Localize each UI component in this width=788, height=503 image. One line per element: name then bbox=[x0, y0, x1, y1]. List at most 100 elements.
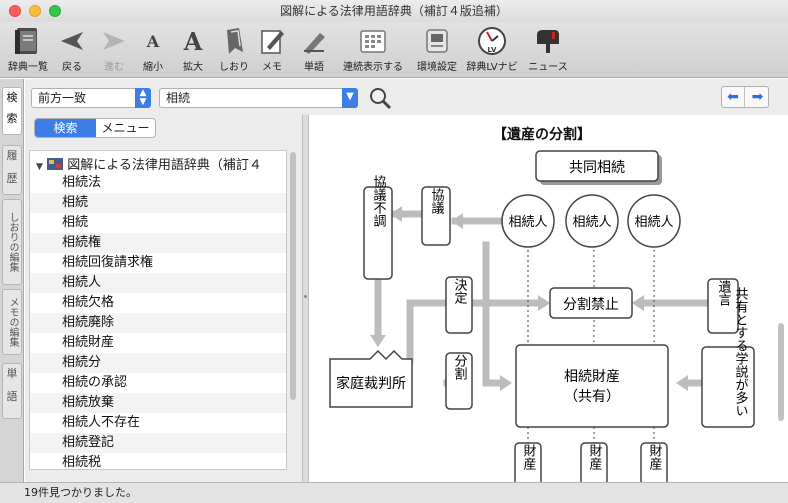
tab-history[interactable]: 履 歴 bbox=[2, 145, 22, 195]
forward-arrow-icon bbox=[103, 32, 125, 50]
list-item[interactable]: 相続財産 bbox=[62, 335, 115, 350]
svg-text:LV: LV bbox=[488, 46, 497, 54]
segment-search[interactable]: 検索 bbox=[35, 119, 96, 137]
toolbar-label: 拡大 bbox=[183, 62, 203, 73]
list-item[interactable]: 相続廃除 bbox=[30, 313, 286, 333]
back-arrow-icon bbox=[61, 32, 83, 50]
disclosure-triangle-icon[interactable]: ▼ bbox=[36, 162, 43, 172]
prev-entry-button[interactable]: ⬅ bbox=[722, 87, 745, 107]
toolbar-button-lv-navi[interactable]: LV 辞典LVナビ bbox=[463, 24, 521, 73]
tab-bookmark-edit[interactable]: しおりの編集 bbox=[2, 199, 22, 285]
status-bar: 19件見つかりました。 bbox=[0, 482, 788, 503]
toolbar-button-shrink[interactable]: A 縮小 bbox=[138, 24, 168, 74]
list-item[interactable]: 相続税 bbox=[62, 455, 102, 470]
toolbar: 辞典一覧 戻る 進む A 縮小 A 拡大 しおり メモ 単語 連続表示する 環境… bbox=[0, 22, 788, 78]
toolbar-button-word[interactable]: 単語 bbox=[298, 24, 330, 73]
chevron-down-icon: ▼ bbox=[342, 88, 358, 108]
list-item[interactable]: 相続分 bbox=[30, 353, 286, 373]
lv-navi-icon: LV bbox=[478, 27, 506, 55]
estate-joint-label: （共有） bbox=[564, 389, 620, 405]
division-prohibited-label: 分割禁止 bbox=[563, 296, 619, 313]
family-court-label: 家庭裁判所 bbox=[336, 375, 406, 392]
toolbar-label: 縮小 bbox=[143, 62, 163, 73]
search-mode-select[interactable]: 前方一致 ▲▼ bbox=[31, 88, 151, 108]
minimize-window-button[interactable] bbox=[29, 5, 41, 17]
search-mode-value: 前方一致 bbox=[38, 91, 87, 105]
toolbar-label: 連続表示する bbox=[343, 62, 403, 73]
list-item[interactable]: 相続 bbox=[30, 193, 286, 213]
content-scrollbar[interactable] bbox=[776, 115, 786, 482]
heir-label: 相続人 bbox=[634, 215, 673, 230]
list-item[interactable]: 相続登記 bbox=[30, 433, 286, 453]
tree-list: 相続法 相続 相続 相続権 相続回復請求権 相続人 相続欠格 相続廃除 相続財産… bbox=[30, 173, 286, 470]
tab-history-char: 履 bbox=[6, 149, 18, 162]
zoom-window-button[interactable] bbox=[49, 5, 61, 17]
window-title: 図解による法律用語辞典（補訂４版追補） bbox=[280, 4, 508, 18]
font-enlarge-icon: A bbox=[183, 26, 203, 56]
tab-bookmark-edit-label: しおりの編集 bbox=[7, 212, 18, 272]
list-item[interactable]: 相続 bbox=[62, 215, 89, 230]
side-tab-strip: 検 索 履 歴 しおりの編集 メモの編集 単 語 bbox=[0, 79, 24, 482]
next-entry-button[interactable]: ➡ bbox=[746, 87, 769, 107]
tab-search-char: 索 bbox=[6, 112, 18, 125]
toolbar-label: しおり bbox=[219, 62, 249, 73]
scroll-thumb[interactable] bbox=[778, 323, 784, 421]
toolbar-label: 単語 bbox=[304, 62, 324, 73]
toolbar-button-preferences[interactable]: 環境設定 bbox=[414, 24, 460, 73]
magnifier-icon bbox=[370, 88, 392, 110]
agreement-failed-label: 協議不調 bbox=[371, 175, 387, 227]
tab-memo-edit-label: メモの編集 bbox=[7, 297, 18, 347]
asset-label: 財産 bbox=[521, 444, 537, 471]
theory-label: 共有とする学説が多い bbox=[733, 287, 749, 417]
bookmark-icon bbox=[227, 28, 243, 54]
continuous-display-icon bbox=[360, 30, 386, 53]
search-input[interactable]: 相続 ▼ bbox=[159, 88, 358, 108]
list-item[interactable]: 相続放棄 bbox=[30, 393, 286, 413]
segment-menu[interactable]: メニュー bbox=[101, 121, 150, 135]
tree-root-label: 図解による法律用語辞典（補訂４ bbox=[67, 158, 262, 173]
list-item[interactable]: 相続人不存在 bbox=[62, 415, 141, 430]
tab-search-char: 検 bbox=[6, 91, 18, 104]
toolbar-label: メモ bbox=[262, 62, 282, 73]
list-item[interactable]: 相続法 bbox=[62, 175, 102, 190]
tree-root[interactable]: ▼ 図解による法律用語辞典（補訂４ bbox=[36, 154, 262, 173]
left-pane: 検索 メニュー ▼ 図解による法律用語辞典（補訂４ 相続法 相続 相続 相続権 … bbox=[25, 115, 302, 482]
title-bar: 図解による法律用語辞典（補訂４版追補） bbox=[0, 0, 788, 22]
mode-segmented-control: 検索 メニュー bbox=[34, 118, 156, 138]
preferences-icon bbox=[426, 29, 448, 53]
toolbar-button-continuous-display[interactable]: 連続表示する bbox=[340, 24, 406, 73]
dictionary-icon bbox=[47, 158, 64, 170]
list-item[interactable]: 相続回復請求権 bbox=[62, 255, 154, 270]
toolbar-button-enlarge[interactable]: A 拡大 bbox=[177, 24, 209, 74]
tab-memo-edit[interactable]: メモの編集 bbox=[2, 289, 22, 355]
arrow-left-icon: ⬅ bbox=[727, 89, 739, 105]
tab-search[interactable]: 検 索 bbox=[2, 87, 22, 135]
search-query-value: 相続 bbox=[166, 91, 191, 105]
splitter-grip bbox=[304, 295, 307, 298]
list-item[interactable]: 相続欠格 bbox=[62, 295, 115, 310]
tab-words[interactable]: 単 語 bbox=[2, 363, 22, 419]
toolbar-button-back[interactable]: 戻る bbox=[56, 24, 88, 73]
list-item[interactable]: 相続人 bbox=[30, 273, 286, 293]
list-item[interactable]: 相続権 bbox=[30, 233, 286, 253]
toolbar-button-news[interactable]: ニュース bbox=[524, 24, 572, 73]
pane-splitter[interactable] bbox=[302, 115, 309, 482]
estate-label: 相続財産 bbox=[564, 368, 620, 385]
toolbar-button-memo[interactable]: メモ bbox=[257, 24, 287, 73]
decision-label: 決定 bbox=[452, 278, 468, 305]
asset-label: 財産 bbox=[587, 444, 603, 471]
toolbar-button-dictionary-list[interactable]: 辞典一覧 bbox=[6, 24, 50, 73]
search-button[interactable] bbox=[368, 86, 392, 110]
toolbar-button-bookmark[interactable]: しおり bbox=[216, 24, 252, 73]
toolbar-label: 進む bbox=[104, 62, 124, 73]
tree-scrollbar[interactable] bbox=[289, 152, 297, 468]
list-item[interactable]: 相続の承認 bbox=[62, 375, 128, 390]
diagram-title: 【遺産の分割】 bbox=[493, 126, 591, 143]
close-window-button[interactable] bbox=[9, 5, 21, 17]
division-label: 分割 bbox=[452, 354, 468, 380]
scroll-thumb[interactable] bbox=[290, 152, 296, 400]
toolbar-button-forward[interactable]: 進む bbox=[98, 24, 130, 73]
tab-history-char: 歴 bbox=[6, 172, 18, 185]
search-row: 前方一致 ▲▼ 相続 ▼ ⬅ ➡ bbox=[25, 79, 788, 115]
dictionary-list-icon bbox=[15, 28, 37, 54]
